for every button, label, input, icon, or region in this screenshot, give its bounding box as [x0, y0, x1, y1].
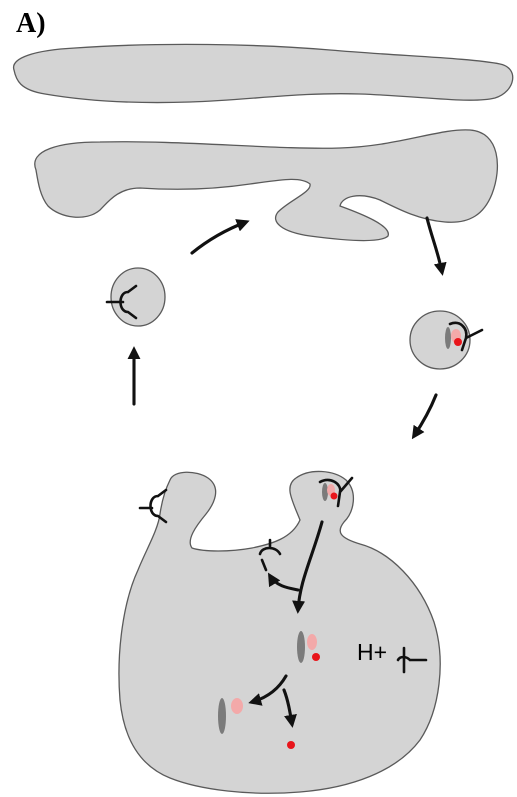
golgi-cisterna-top: [14, 44, 513, 102]
ligand-pale-blob: [231, 698, 243, 714]
receptor-patch: [297, 631, 305, 663]
early-endosome: [119, 471, 440, 793]
receptor-patch: [218, 698, 226, 734]
ligand-dot-icon: [287, 741, 295, 749]
ligand-dot-icon: [331, 493, 338, 500]
receptor-patch: [445, 327, 451, 349]
arrow-golgi-to-vesicle: [427, 218, 442, 272]
arrow-vesicle-to-endosome: [414, 395, 436, 436]
receptor-patch: [322, 483, 328, 501]
recycling-vesicle: [111, 268, 165, 326]
ligand-dot-icon: [454, 338, 462, 346]
ligand-dot-icon: [312, 653, 320, 661]
proton-label: H+: [357, 639, 387, 665]
arrow-to-golgi: [192, 222, 246, 253]
ligand-pale-blob: [307, 634, 317, 650]
